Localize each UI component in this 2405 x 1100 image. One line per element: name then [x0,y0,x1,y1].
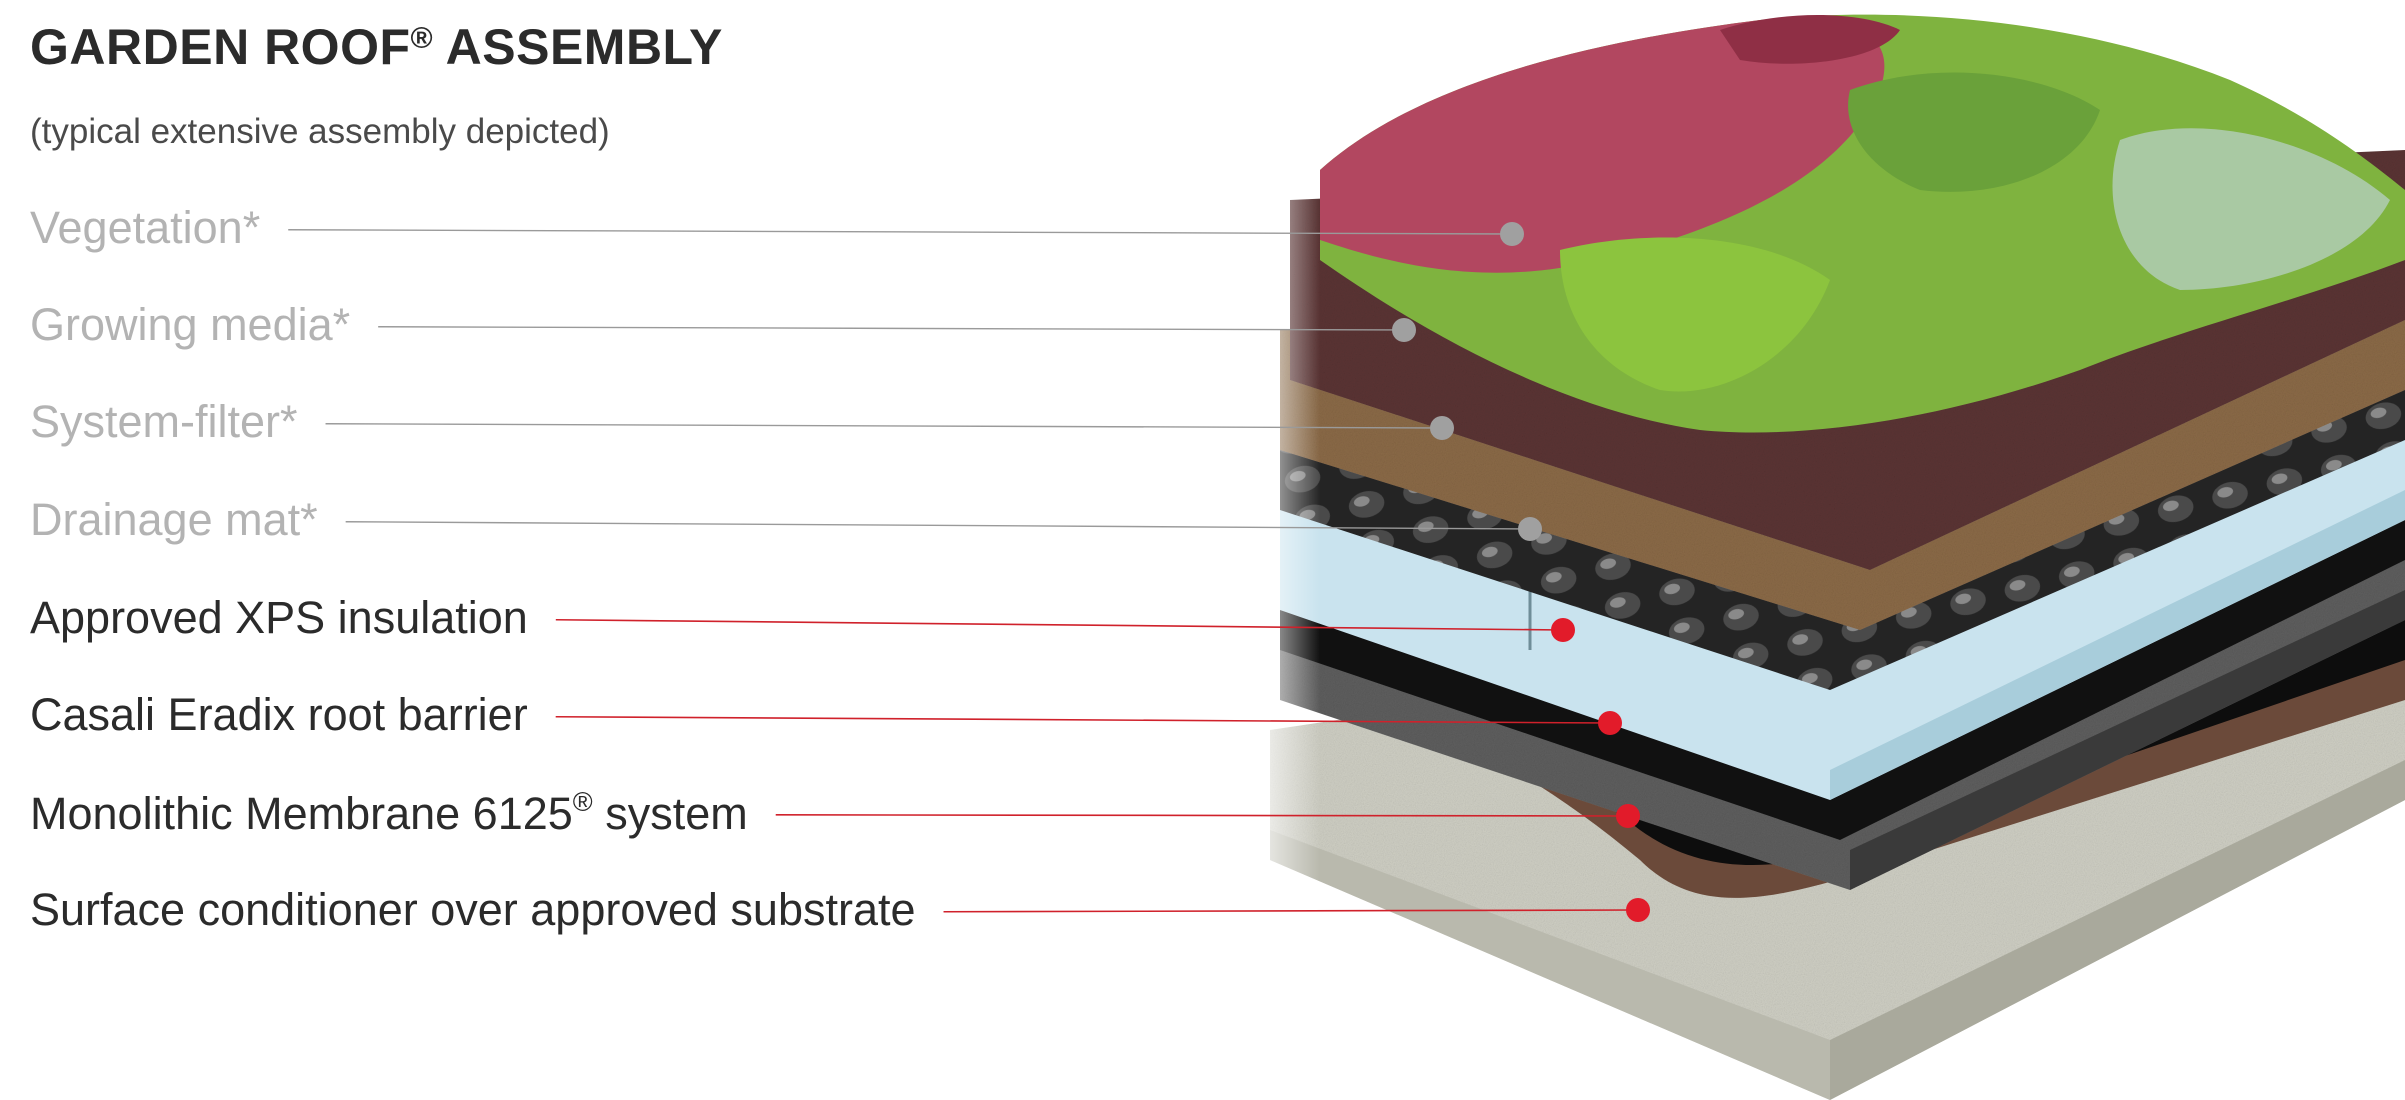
vegetation-layer [1320,14,2405,433]
layer-label-surface-conditioner: Surface conditioner over approved substr… [30,884,916,935]
subtitle: (typical extensive assembly depicted) [30,112,610,151]
title-text: GARDEN ROOF [30,19,411,75]
layer-label-vegetation: Vegetation* [30,202,261,253]
leader-line-xps-insulation [555,618,1564,631]
leader-dot-root-barrier [1598,711,1622,735]
leader-line-growing-media [378,326,1405,331]
leader-line-system-filter [325,423,1443,429]
layer-label-system-filter: System-filter* [30,396,298,447]
leader-dot-vegetation [1500,222,1524,246]
page-title: GARDEN ROOF® ASSEMBLY [30,18,723,76]
leader-line-root-barrier [555,715,1611,724]
leader-line-surface-conditioner [943,909,1639,913]
layer-label-xps-insulation: Approved XPS insulation [30,592,528,643]
leader-lines [288,222,1650,922]
title-registered-mark: ® [410,22,434,55]
leader-dot-surface-conditioner [1626,898,1650,922]
leader-line-vegetation [288,229,1513,235]
leader-dot-xps-insulation [1551,618,1575,642]
leader-dot-growing-media [1392,318,1416,342]
layer-label-growing-media: Growing media* [30,299,351,350]
layer-label-root-barrier: Casali Eradix root barrier [30,689,528,740]
title-suffix: ASSEMBLY [433,19,723,75]
leader-dot-system-filter [1430,416,1454,440]
leader-line-membrane [775,814,1629,817]
leader-dot-membrane [1616,804,1640,828]
leader-dot-drainage-mat [1518,517,1542,541]
leader-line-drainage-mat [345,521,1531,530]
layer-label-drainage-mat: Drainage mat* [30,494,318,545]
layer-label-membrane: Monolithic Membrane 6125® system [30,787,748,839]
